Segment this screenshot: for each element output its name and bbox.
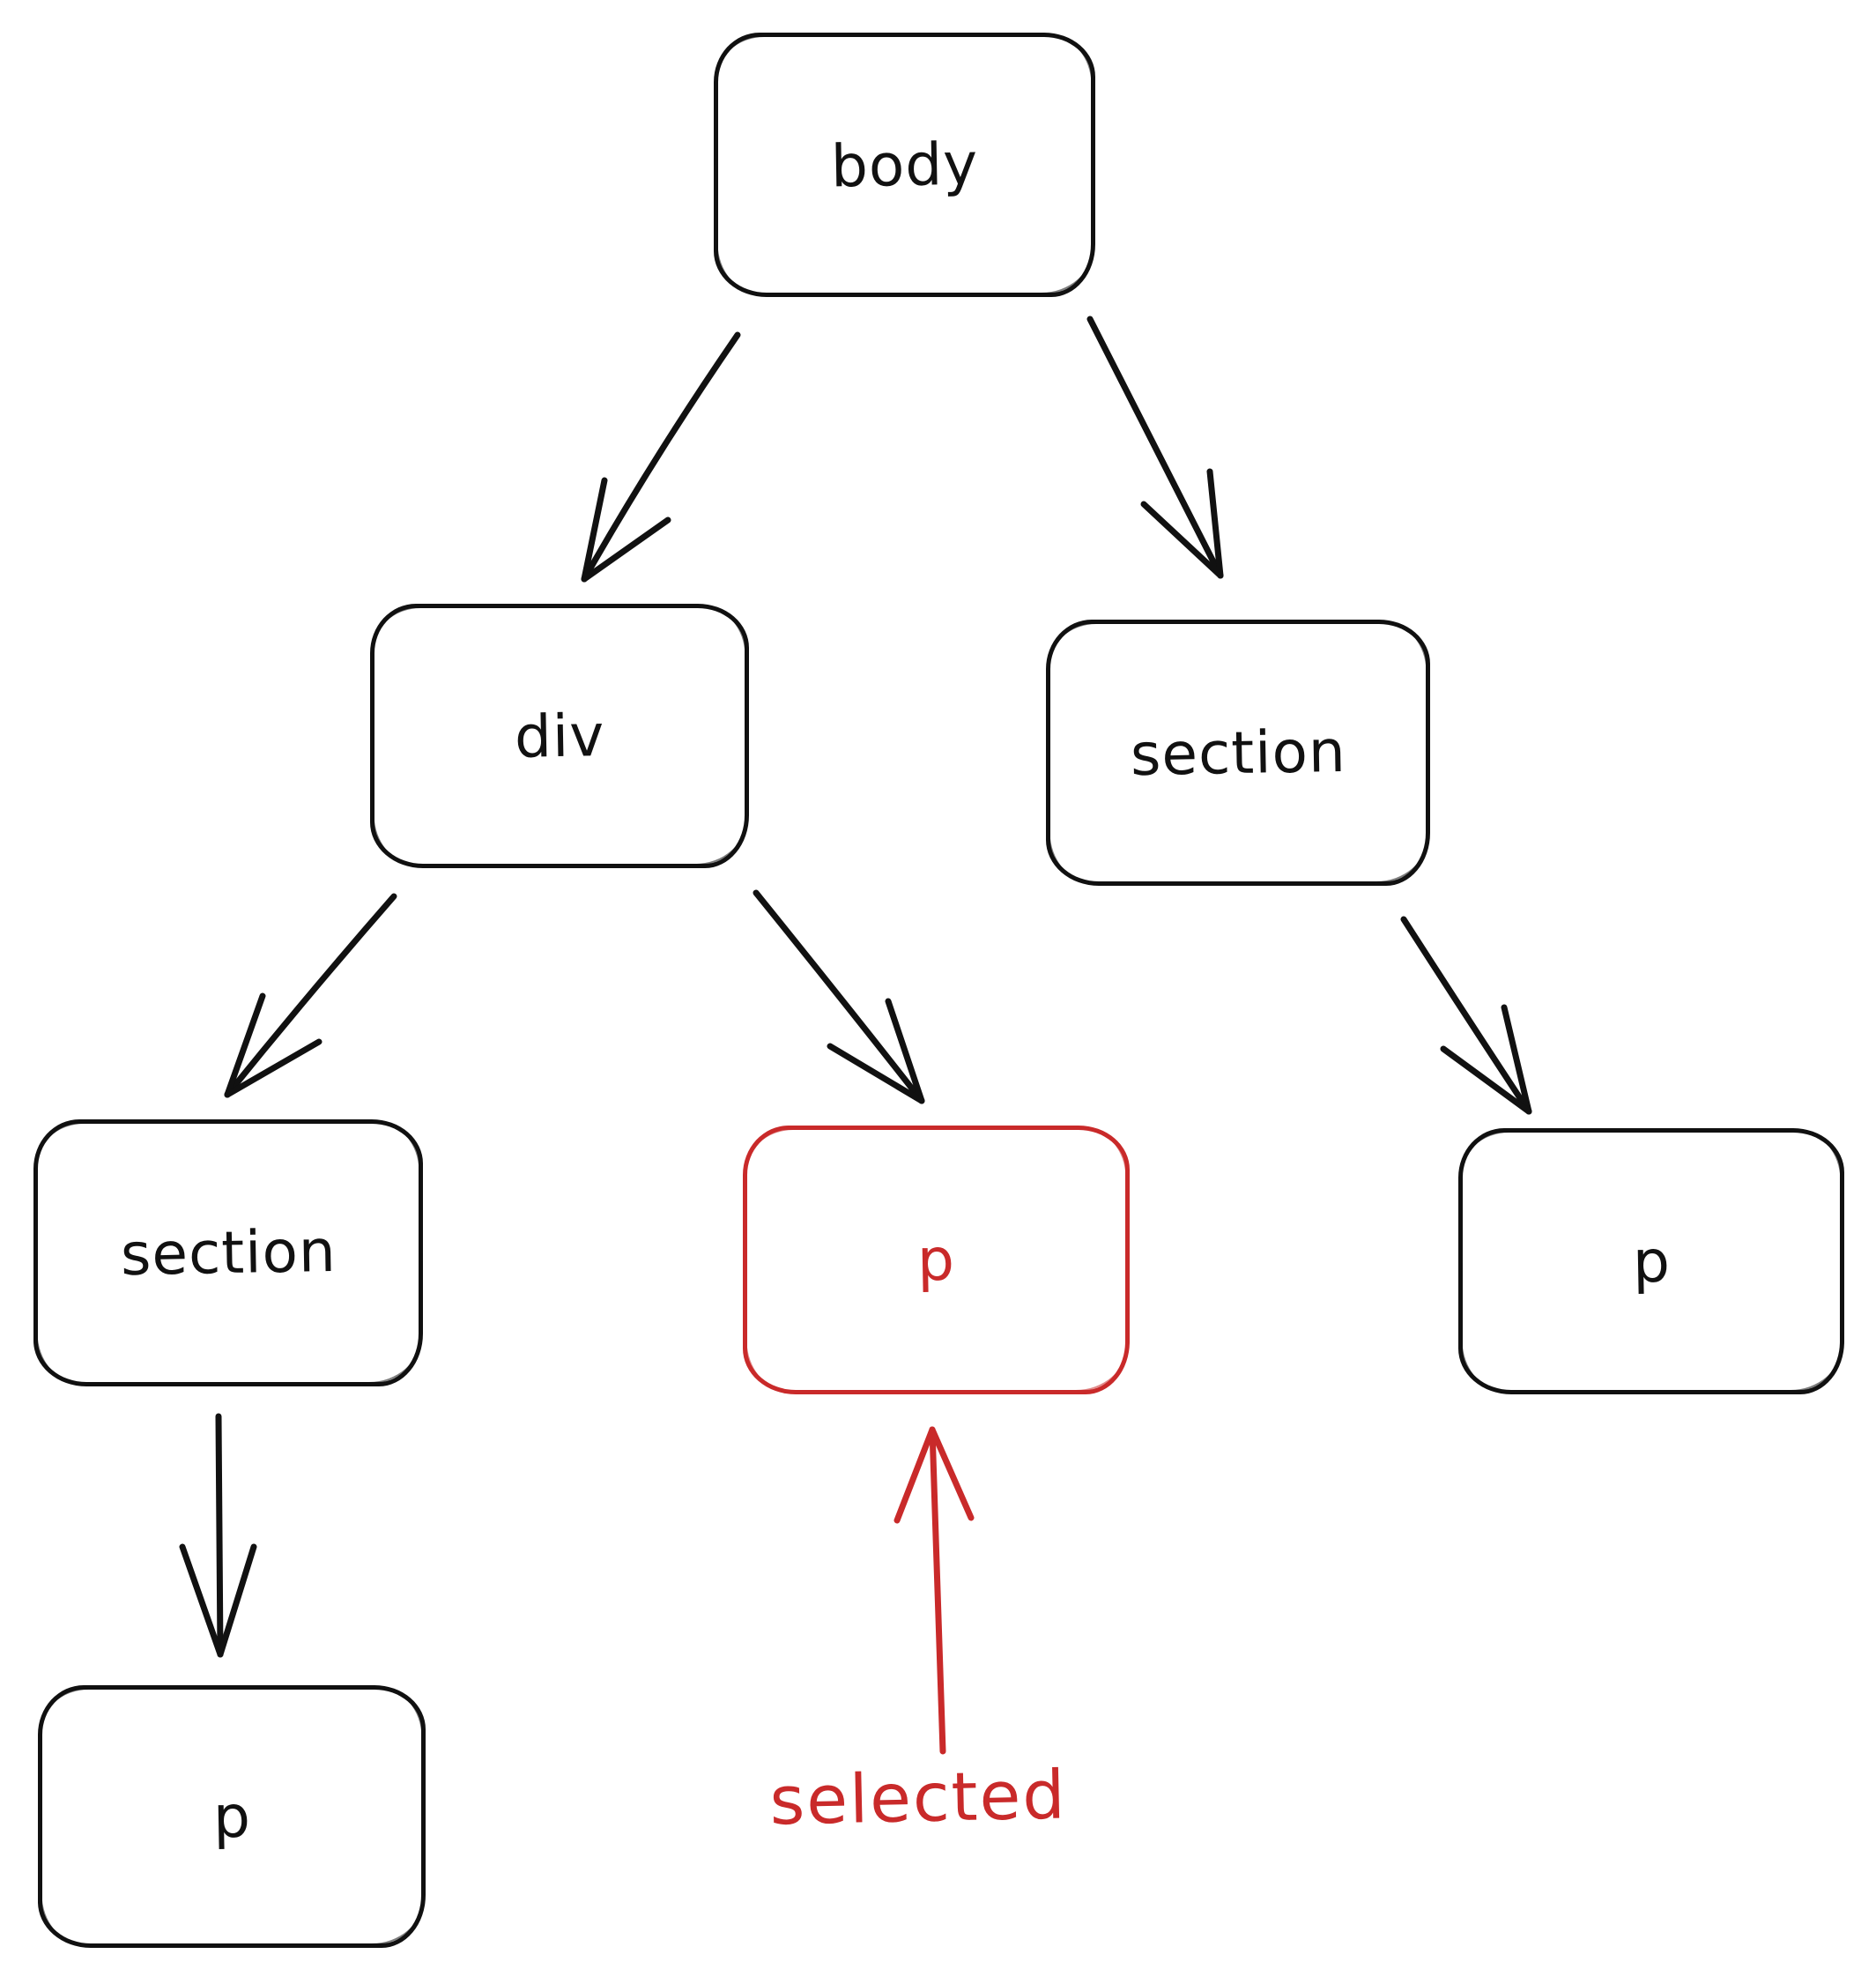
node-p-right: p — [1458, 1128, 1844, 1394]
node-section-left-label: section — [119, 1216, 337, 1289]
edge-section-left-to-p-bottom-left — [179, 1413, 257, 1658]
selected-annotation-arrow — [894, 1426, 975, 1755]
edge-div-to-section-left — [224, 893, 397, 1098]
node-p-right-label: p — [1631, 1227, 1672, 1296]
edge-div-to-p-selected — [753, 889, 925, 1104]
node-div-label: div — [514, 701, 605, 771]
node-body: body — [714, 33, 1095, 297]
node-p-selected-label: p — [916, 1225, 956, 1295]
node-p-bottom-left-label: p — [211, 1782, 252, 1851]
node-div: div — [370, 604, 749, 868]
node-section-left: section — [33, 1119, 423, 1386]
node-p-selected: p — [743, 1126, 1130, 1394]
node-p-bottom-left: p — [38, 1685, 426, 1948]
node-body-label: body — [830, 130, 979, 200]
node-section-right: section — [1046, 620, 1430, 886]
edge-section-right-to-p-right — [1400, 916, 1532, 1115]
selected-annotation-label: selected — [768, 1755, 1068, 1840]
node-section-right-label: section — [1129, 717, 1346, 789]
edge-body-to-section-right — [1086, 316, 1224, 579]
edge-body-to-div — [581, 331, 741, 583]
